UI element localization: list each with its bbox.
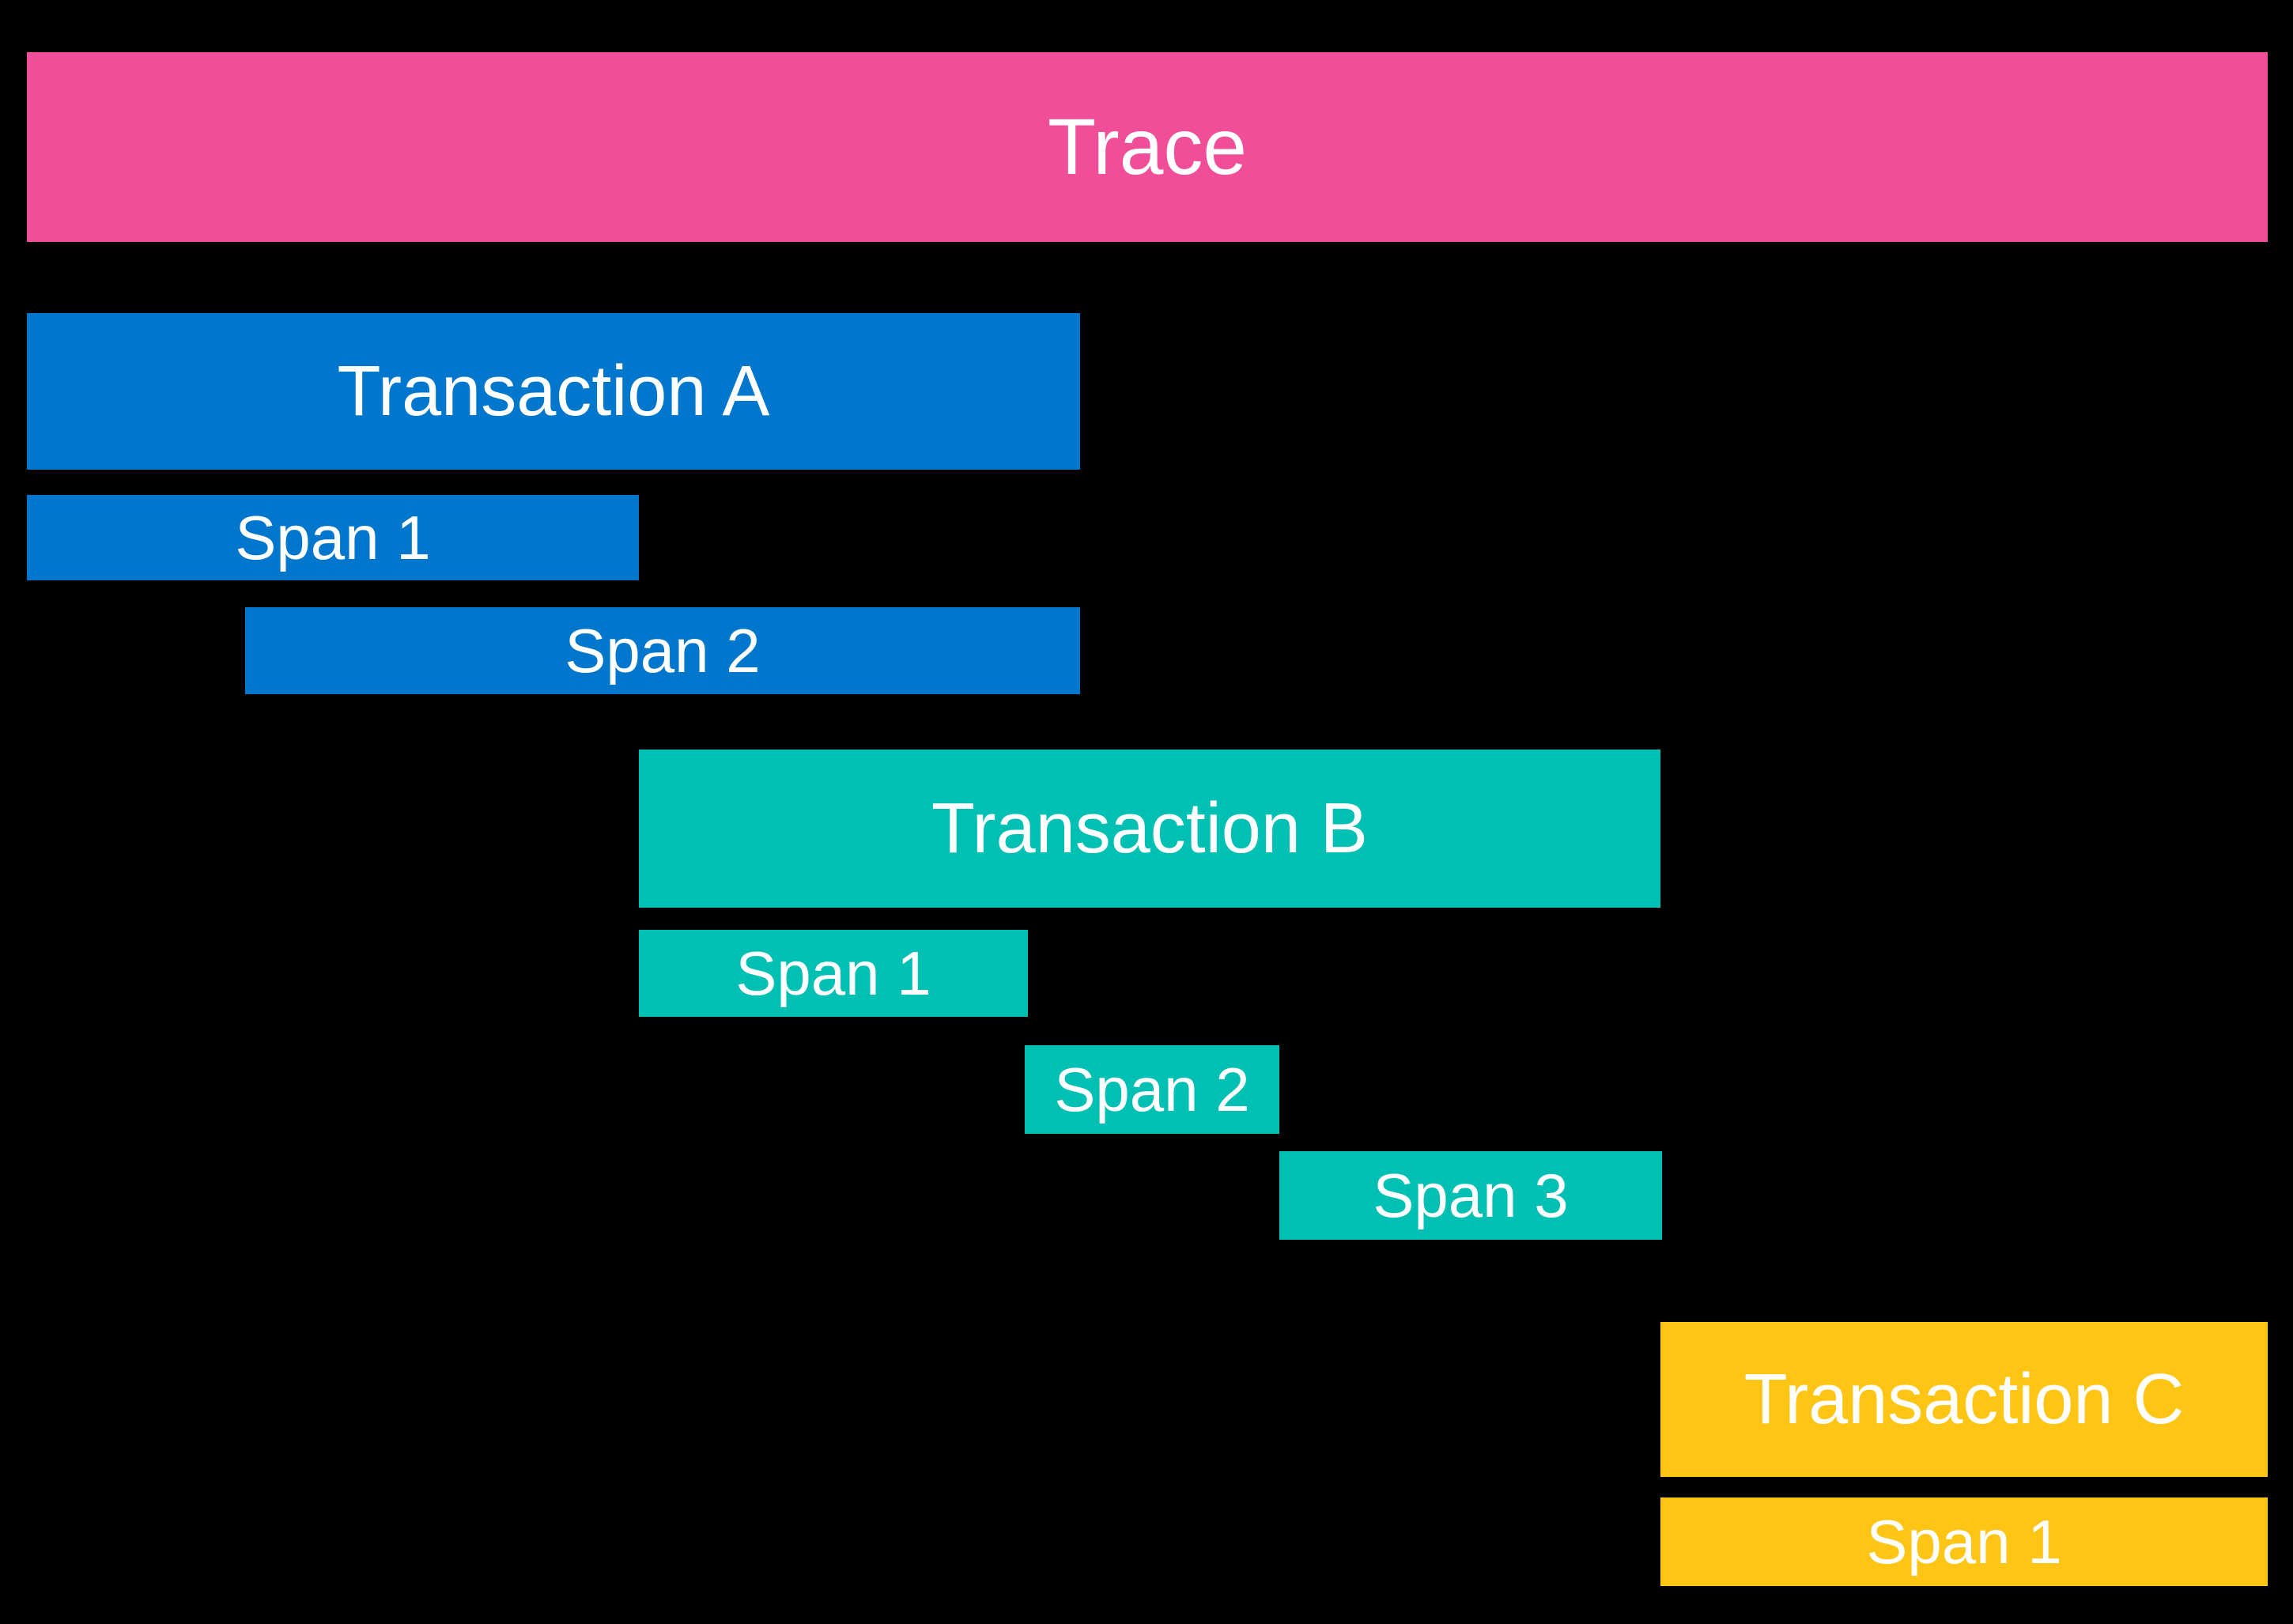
transaction-b-span-2-label: Span 2 (1054, 1055, 1250, 1124)
trace-bar: Trace (27, 52, 2268, 242)
transaction-b-span-3-label: Span 3 (1373, 1161, 1569, 1230)
transaction-b-span-1-label: Span 1 (735, 939, 931, 1008)
trace-label: Trace (1048, 103, 1247, 191)
transaction-c-span-1-label: Span 1 (1866, 1507, 2062, 1577)
transaction-a-label: Transaction A (337, 352, 770, 431)
transaction-b-bar: Transaction B (639, 750, 1660, 908)
transaction-a-span-2-bar: Span 2 (245, 607, 1080, 694)
transaction-a-span-2-label: Span 2 (565, 616, 761, 685)
transaction-b-span-3-bar: Span 3 (1279, 1151, 1662, 1240)
transaction-a-span-1-label: Span 1 (235, 503, 431, 572)
transaction-b-span-1-bar: Span 1 (639, 930, 1028, 1017)
transaction-c-label: Transaction C (1743, 1360, 2185, 1439)
transaction-a-span-1-bar: Span 1 (27, 495, 639, 580)
transaction-c-span-1-bar: Span 1 (1660, 1497, 2268, 1586)
transaction-c-bar: Transaction C (1660, 1322, 2268, 1477)
transaction-a-bar: Transaction A (27, 313, 1080, 470)
transaction-b-span-2-bar: Span 2 (1025, 1045, 1279, 1134)
transaction-b-label: Transaction B (931, 789, 1368, 868)
